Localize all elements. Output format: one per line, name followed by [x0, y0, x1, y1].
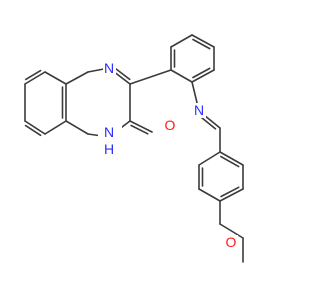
- bond-c5-c6: [191, 69, 215, 83]
- molecule-structure: N N H O N O: [24, 34, 244, 263]
- bond-a6-a5-double: [112, 66, 131, 81]
- bond-d3-d4-double: [220, 186, 240, 198]
- bond-c6-c1: [170, 69, 193, 83]
- bond-b2-b3: [24, 120, 46, 135]
- bond-b4-b5: [24, 71, 46, 85]
- bond-c5-c6-double: [192, 67, 211, 79]
- atom-n-imine-label: N: [194, 102, 204, 118]
- bond-c2-c3: [170, 34, 193, 48]
- bond-b3-a3: [44, 120, 67, 135]
- bond-c3-c4: [191, 34, 215, 48]
- atom-o-carbonyl: O: [163, 117, 177, 133]
- atom-o-ether-label: O: [226, 234, 237, 250]
- bond-b2-b3-double: [24, 124, 42, 137]
- bond-d6-d1: [198, 151, 221, 166]
- atom-nh-h-label: H: [104, 141, 114, 157]
- atom-o-ether: O: [224, 234, 238, 250]
- bond-a3-a4: [65, 120, 89, 135]
- bond-d1-d2-double: [220, 155, 240, 168]
- bond-a7-o1: [129, 120, 153, 133]
- atom-nh-n-label: N: [104, 124, 114, 140]
- atom-n-imine: N: [192, 102, 206, 118]
- bond-a1-a2: [65, 71, 89, 85]
- atom-n-quinoxaline-label: N: [104, 60, 114, 76]
- bond-a2-b4: [44, 71, 67, 85]
- bond-d3-d4: [219, 188, 244, 202]
- bond-b4-b5-double: [24, 69, 42, 81]
- atom-nh-quinoxaline: N H: [98, 124, 122, 158]
- bond-d1-d2: [219, 151, 244, 166]
- bond-oe-e1: [219, 223, 244, 239]
- bond-lines: [24, 34, 244, 263]
- atom-o-carbonyl-label: O: [165, 117, 176, 133]
- atom-labels: N N H O N O: [98, 60, 238, 250]
- bond-a6-c1: [129, 69, 172, 85]
- atom-n-quinoxaline: N: [103, 60, 116, 76]
- bond-a7-o1-double: [130, 124, 149, 135]
- bond-d4-d5: [198, 188, 221, 202]
- bond-c3-c4-double: [192, 38, 211, 50]
